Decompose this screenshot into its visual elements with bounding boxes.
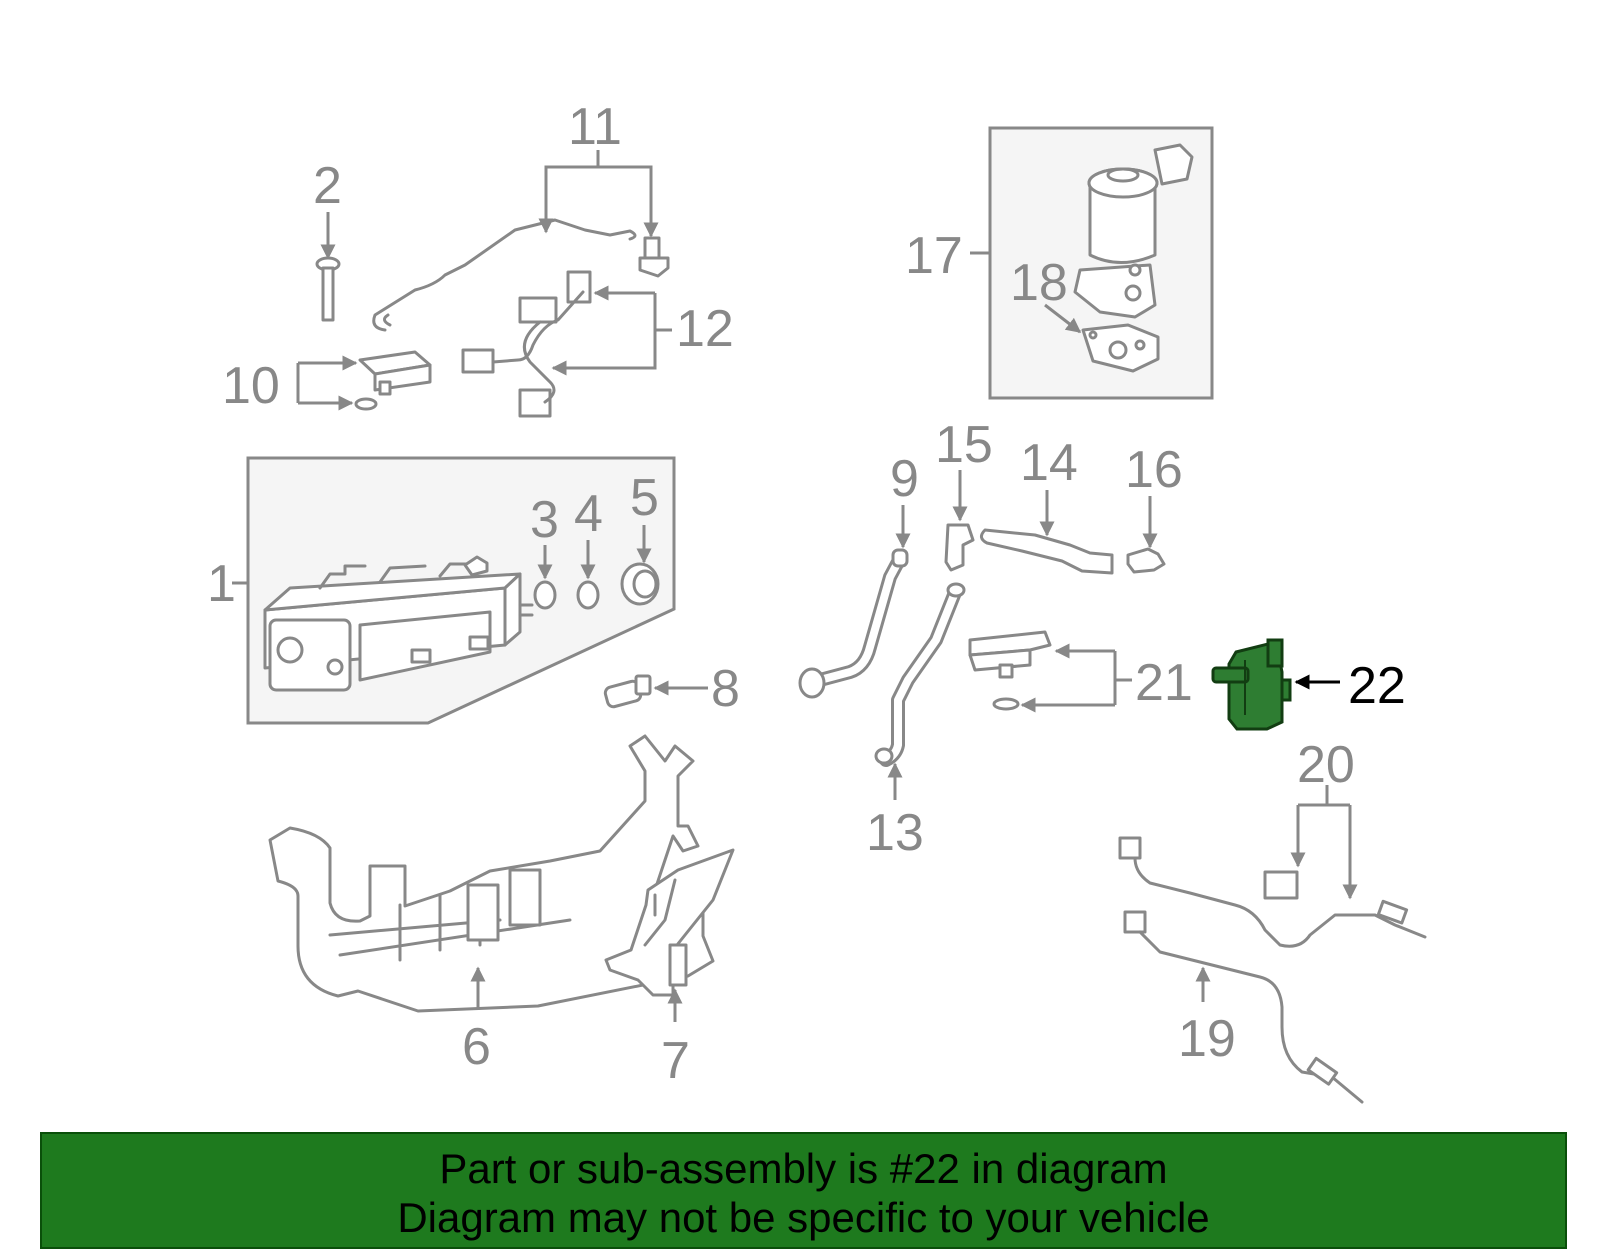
callout-8: 8: [711, 660, 740, 718]
bolt-part-2: [315, 256, 341, 322]
callout-1: 1: [207, 555, 236, 613]
callout-3: 3: [530, 491, 559, 549]
connector-part-15: [944, 523, 975, 572]
leader-lines: [296, 150, 1358, 1022]
callout-7: 7: [661, 1032, 690, 1090]
callout-17: 17: [905, 227, 963, 285]
callout-21: 21: [1135, 654, 1193, 712]
callout-14: 14: [1020, 434, 1078, 492]
callout-9: 9: [890, 450, 919, 508]
callout-10: 10: [222, 357, 280, 415]
callout-5: 5: [630, 469, 659, 527]
gasket-part-18: [1081, 323, 1160, 373]
callout-2: 2: [313, 157, 342, 215]
hose-part-9: [798, 548, 909, 699]
harness-part-20: [1118, 836, 1427, 948]
info-banner: Part or sub-assembly is #22 in diagram D…: [40, 1132, 1567, 1249]
callout-13: 13: [866, 804, 924, 862]
callout-11: 11: [568, 98, 622, 156]
sensor-part-21: [968, 630, 1052, 711]
pipe-part-11: [372, 218, 670, 332]
callout-12: 12: [676, 300, 734, 358]
egr-valve-part-17: [1073, 143, 1194, 319]
callout-16: 16: [1125, 441, 1183, 499]
callout-labels: 1 2 3 4 5 6 7 8 9 10 11 12 13 14 15 16 1…: [207, 98, 1406, 1090]
fitting-part-16: [1126, 547, 1166, 574]
canister-part-1: [263, 555, 534, 692]
banner-line-2: Diagram may not be specific to your vehi…: [397, 1194, 1210, 1241]
stay-part-7: [604, 848, 735, 997]
banner-line-1: Part or sub-assembly is #22 in diagram: [439, 1145, 1168, 1192]
valve-part-22-highlighted[interactable]: [1211, 638, 1292, 731]
callout-18: 18: [1010, 254, 1068, 312]
bracket-part-6: [268, 734, 715, 1013]
hose-part-13: [874, 582, 966, 767]
fitting-part-8: [603, 674, 652, 709]
callout-15: 15: [935, 416, 993, 474]
hose-part-14: [980, 528, 1114, 575]
harness-part-12: [461, 270, 592, 418]
callout-19: 19: [1178, 1010, 1236, 1068]
o-ring-part-3: [533, 580, 557, 610]
callout-6: 6: [462, 1018, 491, 1076]
callout-4: 4: [574, 485, 603, 543]
o-ring-part-4: [576, 580, 600, 610]
callout-20: 20: [1297, 736, 1355, 794]
seal-part-5: [620, 562, 660, 606]
harness-part-19: [1123, 910, 1364, 1104]
sensor-part-10: [354, 350, 432, 411]
callout-22-highlighted: 22: [1348, 657, 1406, 715]
